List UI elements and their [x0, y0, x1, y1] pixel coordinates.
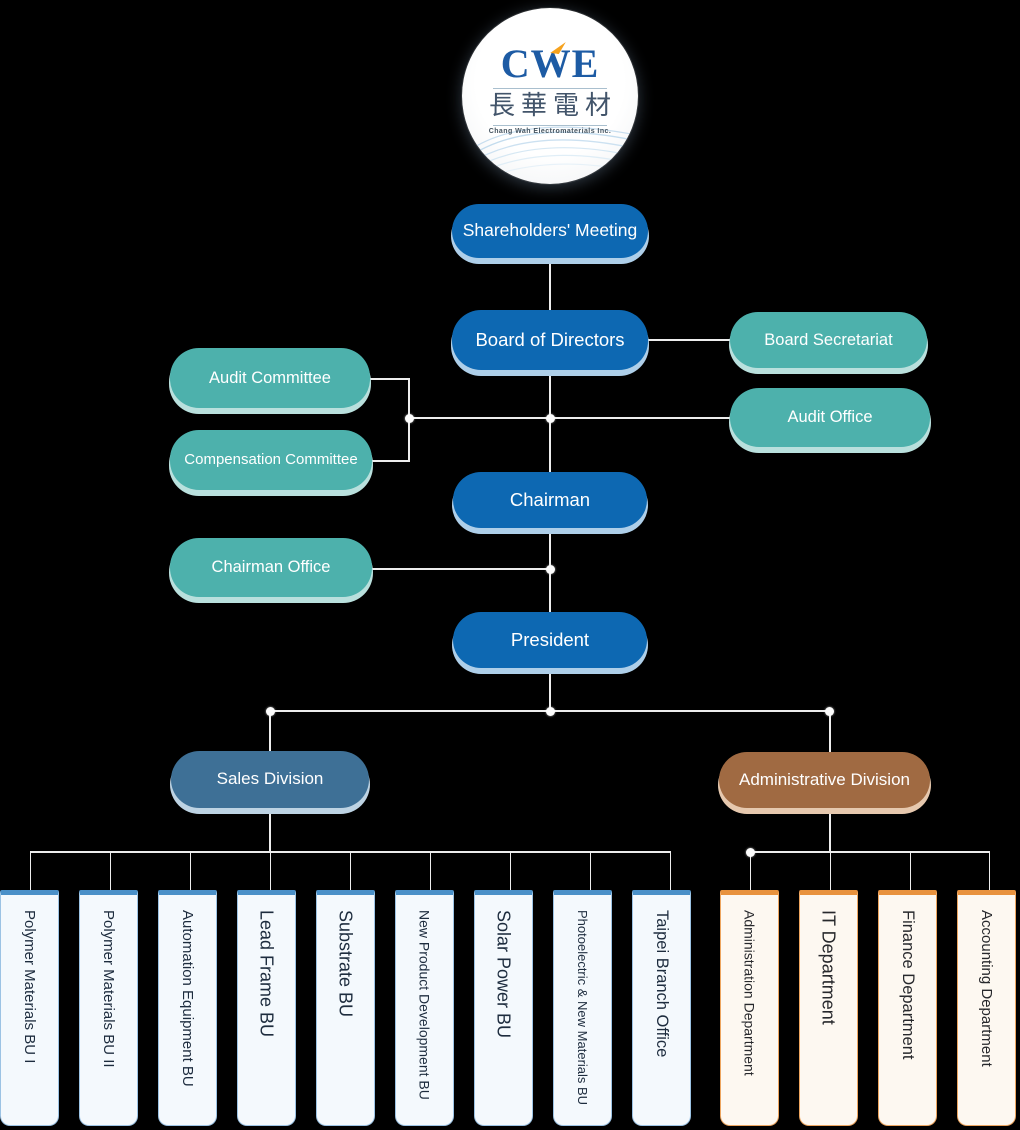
- connector-line: [29, 851, 671, 853]
- logo-divider: [493, 88, 607, 89]
- node-label: Board Secretariat: [764, 330, 893, 349]
- node-audit-committee: Audit Committee: [170, 348, 370, 408]
- node-label: Audit Committee: [209, 368, 331, 387]
- connector-line: [349, 852, 351, 890]
- business-unit-label: Lead Frame BU: [256, 910, 277, 1038]
- connector-line: [269, 711, 271, 751]
- department-label: Finance Department: [898, 910, 917, 1060]
- department-label: Administration Department: [741, 910, 758, 1076]
- node-label: President: [510, 628, 590, 650]
- administrative-departments: Administration Department IT Department …: [720, 890, 1020, 1126]
- department-box: IT Department: [799, 890, 858, 1126]
- connector-line: [829, 808, 831, 852]
- connector-line: [269, 852, 271, 890]
- department-label: Accounting Department: [978, 910, 995, 1067]
- node-label: Chairman Office: [211, 558, 331, 577]
- business-unit-box: Polymer Materials BU I: [0, 890, 59, 1126]
- business-unit-label: Solar Power BU: [493, 910, 514, 1039]
- node-administrative-division: Administrative Division: [719, 752, 930, 808]
- company-logo: CWE 長華電材 Chang Wah Electromaterials Inc.: [462, 8, 638, 184]
- connector-line: [909, 852, 911, 890]
- logo-wave-decoration: [462, 126, 638, 184]
- logo-company-name-cjk: 長華電材: [488, 91, 617, 121]
- node-sales-division: Sales Division: [171, 751, 369, 808]
- node-board-of-directors: Board of Directors: [452, 310, 648, 370]
- connector-line: [370, 460, 409, 462]
- node-chairman-office: Chairman Office: [170, 538, 372, 597]
- business-unit-label: Automation Equipment BU: [179, 910, 196, 1087]
- connector-line: [988, 852, 990, 890]
- connector-line: [370, 568, 550, 570]
- node-label: Compensation Committee: [184, 450, 358, 468]
- business-unit-label: Polymer Materials BU II: [100, 910, 117, 1068]
- node-label: Chairman: [509, 488, 591, 510]
- connector-line: [549, 668, 551, 711]
- logo-divider: [493, 124, 607, 126]
- connector-line: [669, 852, 671, 890]
- node-label: Board of Directors: [475, 328, 625, 350]
- node-audit-office: Audit Office: [730, 388, 930, 447]
- department-box: Administration Department: [720, 890, 779, 1126]
- node-label: Audit Office: [787, 408, 873, 427]
- node-president: President: [453, 612, 647, 668]
- node-board-secretariat: Board Secretariat: [730, 312, 927, 368]
- connector-line: [109, 852, 111, 890]
- connector-junction-dot: [545, 413, 555, 423]
- node-label: Sales Division: [216, 769, 324, 789]
- logo-acronym: CWE: [500, 41, 600, 86]
- connector-line: [368, 378, 409, 380]
- business-unit-box: New Product Development BU: [395, 890, 454, 1126]
- connector-junction-dot: [265, 706, 275, 716]
- connector-line: [189, 852, 191, 890]
- department-box: Accounting Department: [957, 890, 1016, 1126]
- connector-line: [749, 852, 751, 890]
- business-unit-box: Taipei Branch Office: [632, 890, 691, 1126]
- business-unit-box: Automation Equipment BU: [158, 890, 217, 1126]
- node-label: Shareholders' Meeting: [462, 220, 638, 241]
- connector-junction-dot: [825, 706, 834, 716]
- business-unit-box: Solar Power BU: [474, 890, 533, 1126]
- logo-company-caption: Chang Wah Electromaterials Inc.: [488, 127, 612, 135]
- business-unit-box: Substrate BU: [316, 890, 375, 1126]
- connector-line: [549, 258, 551, 310]
- connector-junction-dot: [545, 706, 555, 716]
- connector-line: [29, 852, 31, 890]
- business-unit-label: New Product Development BU: [416, 910, 433, 1100]
- connector-junction-dot: [745, 847, 755, 857]
- business-unit-box: Lead Frame BU: [237, 890, 296, 1126]
- business-unit-label: Polymer Materials BU I: [21, 910, 38, 1064]
- department-label: IT Department: [818, 910, 839, 1025]
- connector-junction-dot: [545, 564, 555, 574]
- connector-line: [829, 711, 831, 752]
- business-unit-box: Polymer Materials BU II: [79, 890, 138, 1126]
- connector-line: [269, 808, 271, 852]
- node-shareholders-meeting: Shareholders' Meeting: [452, 204, 648, 258]
- connector-line: [648, 339, 730, 341]
- business-unit-label: Taipei Branch Office: [652, 910, 671, 1058]
- node-compensation-committee: Compensation Committee: [170, 430, 372, 490]
- business-unit-label: Substrate BU: [335, 910, 356, 1018]
- department-box: Finance Department: [878, 890, 937, 1126]
- connector-line: [589, 852, 591, 890]
- connector-junction-dot: [404, 413, 414, 423]
- connector-line: [408, 417, 730, 419]
- node-chairman: Chairman: [453, 472, 647, 528]
- business-unit-label: Photoelectric & New Materials BU: [575, 910, 590, 1106]
- connector-line: [829, 852, 831, 890]
- connector-line: [749, 851, 990, 853]
- node-label: Administrative Division: [739, 769, 910, 789]
- connector-line: [509, 852, 511, 890]
- business-unit-box: Photoelectric & New Materials BU: [553, 890, 612, 1126]
- connector-line: [429, 852, 431, 890]
- sales-business-units: Polymer Materials BU I Polymer Materials…: [0, 890, 700, 1126]
